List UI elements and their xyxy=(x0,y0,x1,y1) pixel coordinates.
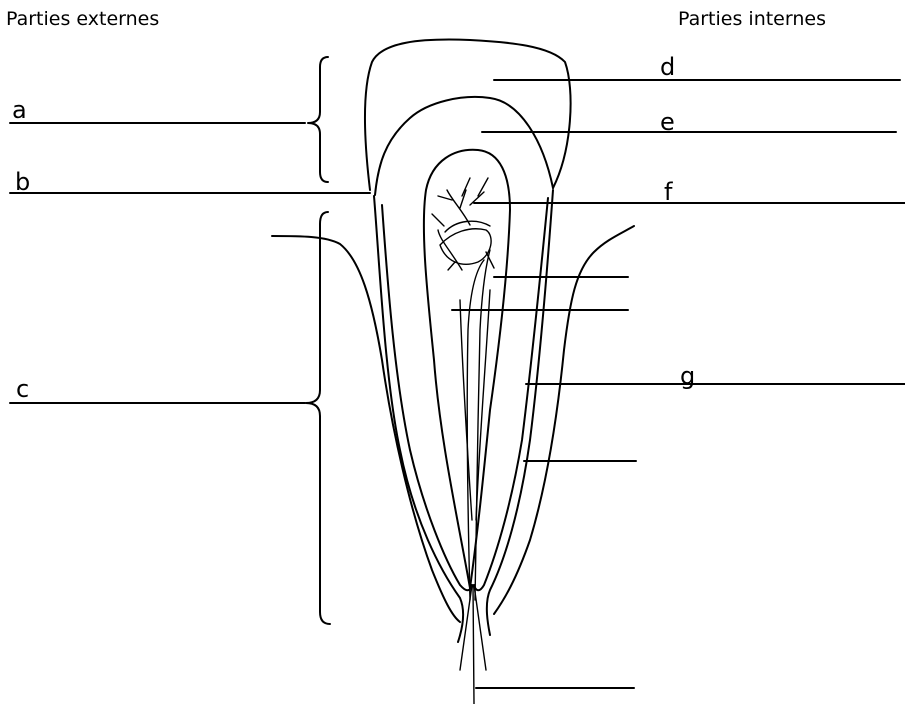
gum-bone-right xyxy=(494,226,634,614)
root-canal xyxy=(460,290,490,520)
label-c: c xyxy=(16,377,29,401)
root-outer-left xyxy=(374,196,463,642)
pulp-nerves xyxy=(432,178,494,600)
gum-bone-left xyxy=(272,236,460,622)
brace-crown xyxy=(308,57,328,182)
label-b: b xyxy=(15,170,30,194)
label-d: d xyxy=(660,55,675,79)
enamel-outline xyxy=(365,40,571,190)
label-g: g xyxy=(680,364,695,388)
apex-vessel-2 xyxy=(474,585,486,670)
dentin-enamel-junction xyxy=(375,97,553,195)
label-e: e xyxy=(660,110,675,134)
label-f: f xyxy=(664,180,672,204)
label-a: a xyxy=(12,98,27,122)
brace-root xyxy=(306,212,330,624)
apex-vessel-3 xyxy=(473,585,474,704)
